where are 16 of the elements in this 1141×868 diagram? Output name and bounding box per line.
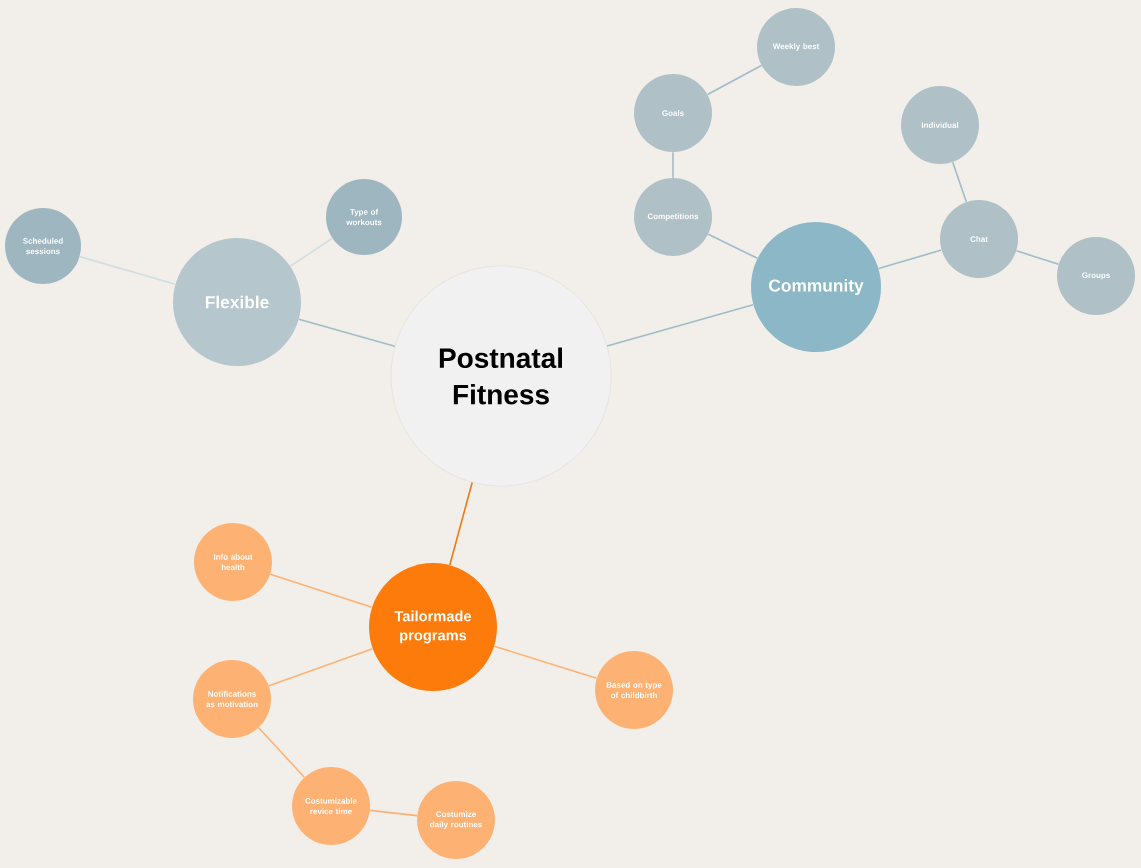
- connector-line: [706, 64, 763, 96]
- connector-line: [298, 318, 396, 348]
- connector-line: [257, 727, 306, 778]
- connector-line: [606, 303, 754, 347]
- connector-line: [78, 255, 177, 285]
- connector-line: [877, 249, 943, 270]
- connector-line: [449, 481, 473, 566]
- connector-line: [707, 233, 759, 260]
- connector-line: [268, 647, 374, 687]
- connector-line: [369, 809, 418, 817]
- connector-line: [269, 573, 373, 608]
- connector-line: [1015, 250, 1060, 265]
- connector-line: [493, 645, 598, 680]
- connector-line: [289, 237, 333, 268]
- connector-line: [951, 161, 968, 203]
- connector-line: [672, 151, 674, 179]
